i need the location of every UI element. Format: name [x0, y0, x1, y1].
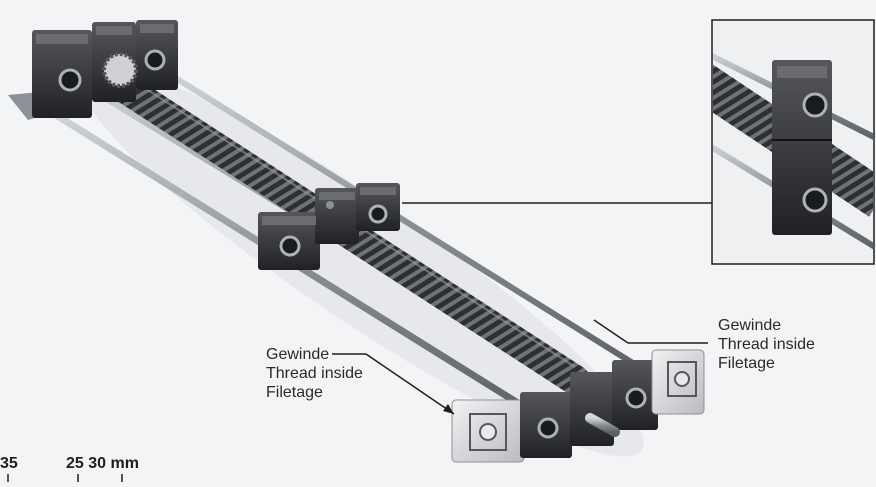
dimension-right: 25 30 mm: [66, 455, 139, 472]
callout-left-label: Gewinde Thread inside Filetage: [266, 345, 363, 402]
callout-right-line2: Thread inside: [718, 336, 815, 353]
callout-right-label: Gewinde Thread inside Filetage: [718, 316, 815, 373]
callout-left-line1: Gewinde: [266, 346, 330, 363]
callout-left-line3: Filetage: [266, 384, 323, 401]
callout-right-line1: Gewinde: [718, 317, 782, 334]
right-end-blocks: [451, 349, 705, 463]
slider-block: [258, 183, 400, 270]
callout-leader-left: [332, 353, 455, 415]
inset-detail: [711, 19, 875, 265]
callout-left-line2: Thread inside: [266, 365, 363, 382]
callout-right-line3: Filetage: [718, 355, 775, 372]
callout-leader-right: [593, 319, 708, 344]
back-rod: [147, 59, 663, 383]
left-end-blocks: [8, 20, 178, 120]
dimension-ticks: [7, 474, 123, 482]
dimension-left: 35: [0, 455, 18, 472]
